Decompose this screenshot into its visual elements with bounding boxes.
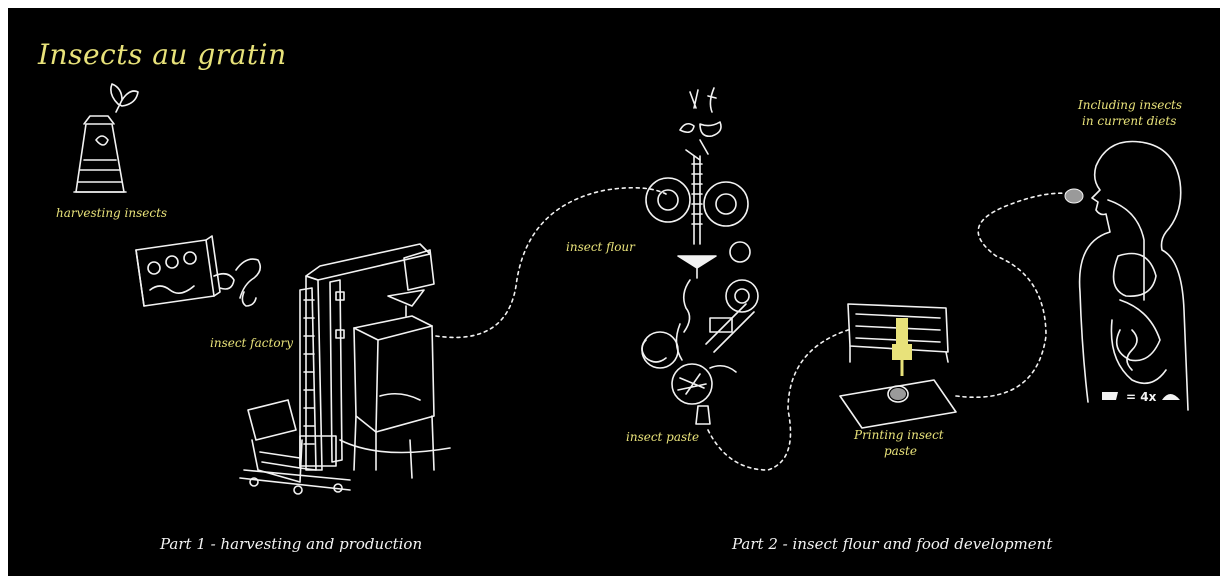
label-diets-line2: in current diets bbox=[1082, 114, 1176, 128]
part2-caption: Part 2 - insect flour and food developme… bbox=[732, 535, 1052, 553]
human-body-icon bbox=[1080, 142, 1188, 411]
label-factory: insect factory bbox=[210, 336, 293, 350]
process-connectors bbox=[436, 188, 1072, 470]
page-title: Insects au gratin bbox=[38, 38, 287, 71]
label-diets-line1: Including insects bbox=[1078, 98, 1182, 112]
part1-caption: Part 1 - harvesting and production bbox=[160, 535, 422, 553]
factory-machine-icon bbox=[240, 244, 450, 494]
harvesting-box-icon bbox=[136, 236, 260, 306]
label-flour: insect flour bbox=[566, 240, 635, 254]
label-harvesting: harvesting insects bbox=[56, 206, 167, 220]
label-paste: insect paste bbox=[626, 430, 699, 444]
label-printing-line2: paste bbox=[884, 444, 917, 458]
moth-icon bbox=[111, 84, 138, 112]
flour-mill-icon bbox=[642, 88, 758, 424]
label-equivalence: = 4x bbox=[1126, 390, 1156, 404]
printer-accent bbox=[890, 189, 1083, 400]
label-printing-line1: Printing insect bbox=[854, 428, 944, 442]
insect-tent-icon bbox=[74, 116, 126, 192]
